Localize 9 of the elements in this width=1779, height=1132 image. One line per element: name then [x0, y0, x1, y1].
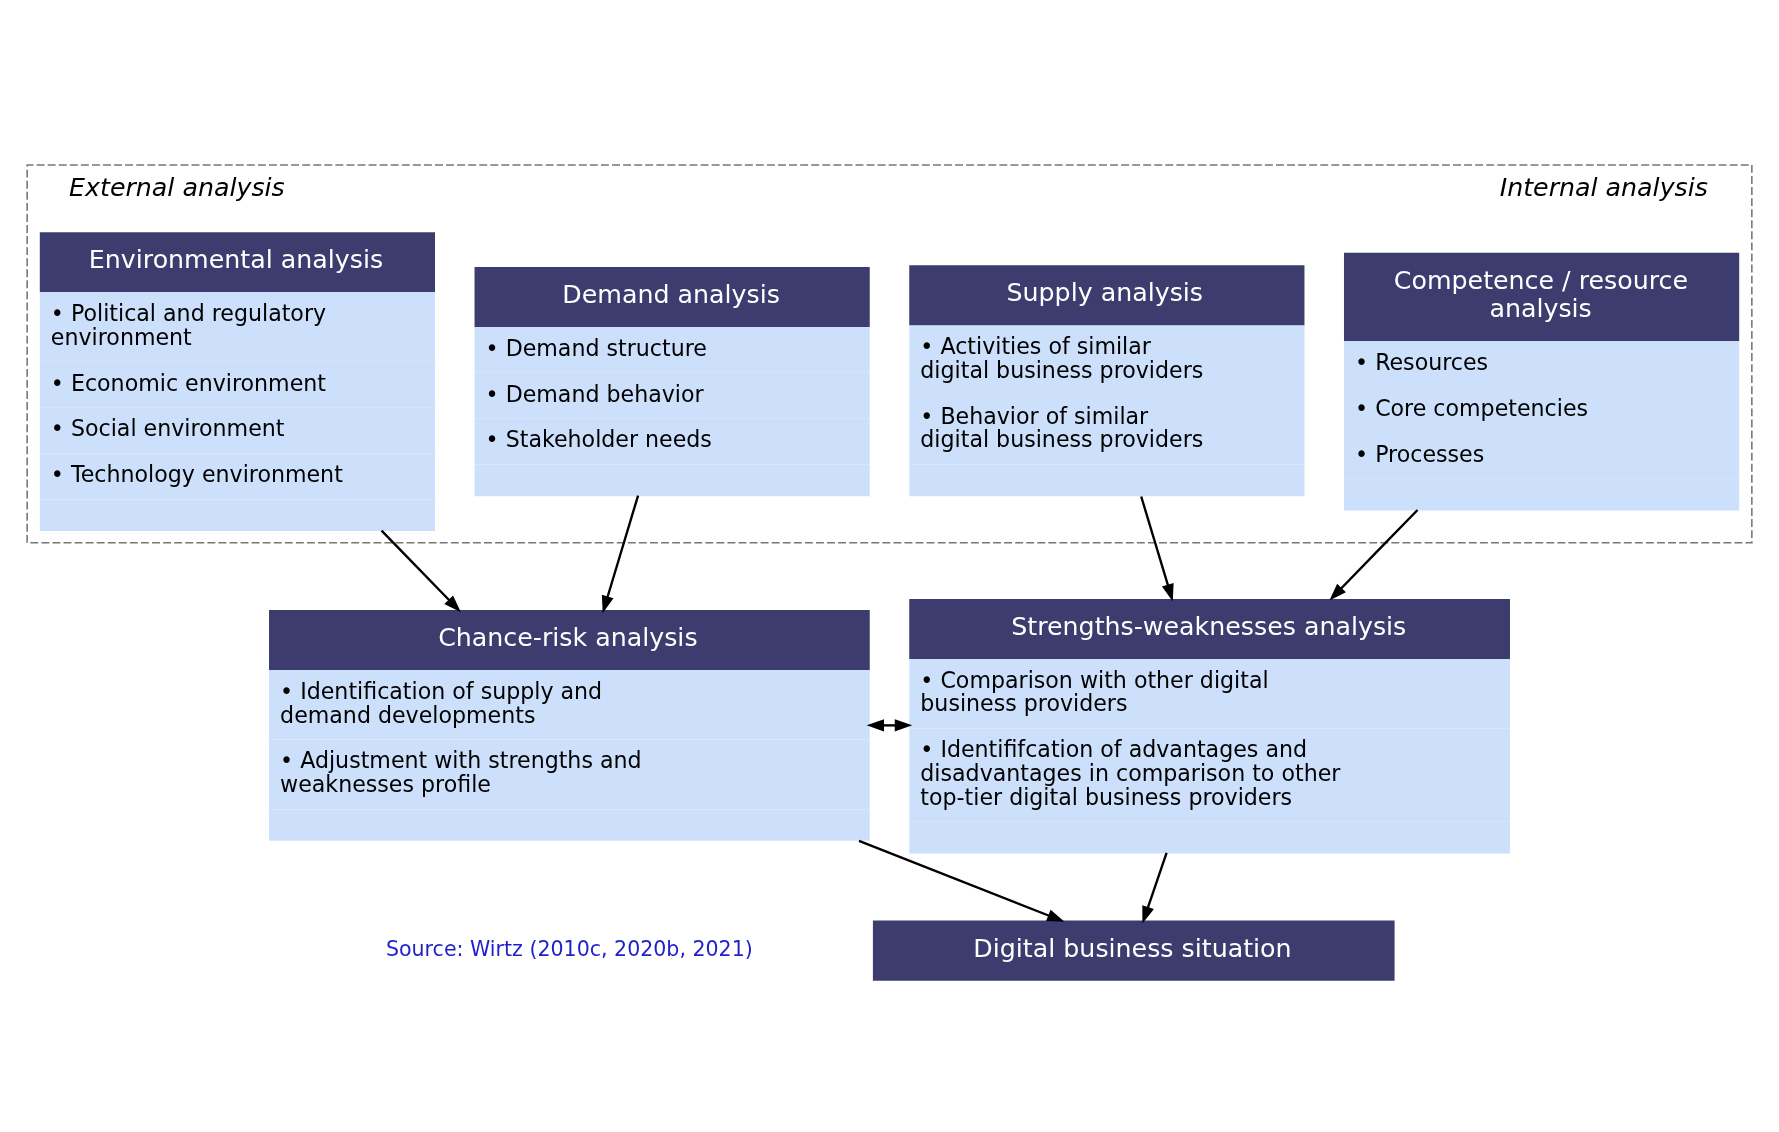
label: Source: Wirtz (2010c, 2020b, 2021) — [385, 936, 753, 961]
arrow — [380, 529, 461, 612]
arrow — [1142, 852, 1168, 924]
arrow — [858, 839, 1065, 922]
arrow — [866, 718, 913, 731]
arrow — [601, 494, 640, 613]
arrow — [1329, 508, 1419, 601]
node-box: Digital business situation — [872, 920, 1395, 981]
arrow — [1140, 495, 1174, 601]
